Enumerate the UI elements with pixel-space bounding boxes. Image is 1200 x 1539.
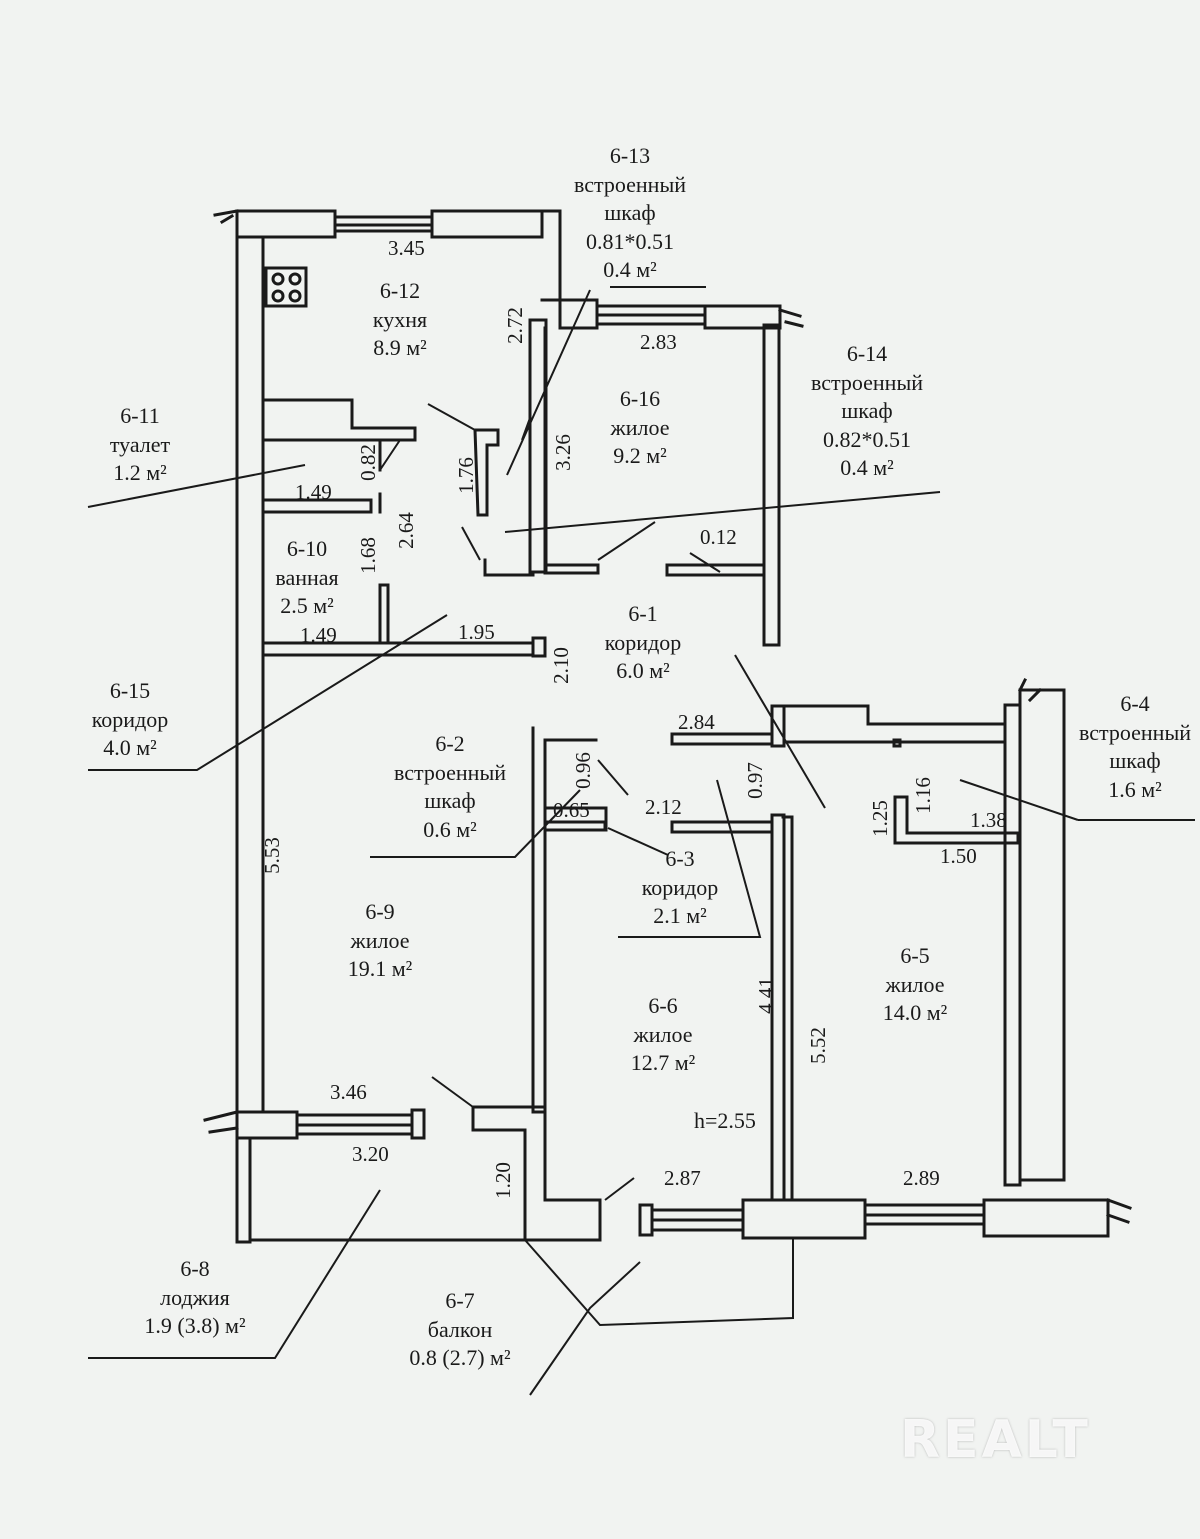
dimension-label: 3.45 <box>388 236 425 260</box>
dimension-label: 3.46 <box>330 1080 367 1104</box>
wall-bottom-left <box>203 1108 426 1140</box>
wall-left <box>235 235 265 1114</box>
dimension-label: 1.38 <box>970 808 1007 832</box>
dimension-label: 0.96 <box>570 752 595 789</box>
ceiling-height-label: h=2.55 <box>694 1108 756 1133</box>
dimension-label: 0.82 <box>355 444 380 481</box>
dimension-label: 1.49 <box>295 480 332 504</box>
dimension-label: 0.12 <box>700 525 737 549</box>
dimension-label: 2.89 <box>903 1166 940 1190</box>
wall-toilet-top <box>261 398 417 442</box>
loggia-outline <box>235 1136 252 1244</box>
dimension-label: 1.76 <box>453 457 478 494</box>
wall-bottom-right <box>638 1198 1132 1240</box>
dimension-label: 1.16 <box>910 777 935 814</box>
dimension-label: 2.64 <box>393 512 418 549</box>
dimension-label: 5.53 <box>259 837 284 874</box>
dimension-label: 1.50 <box>940 844 977 868</box>
dimension-label: 2.84 <box>678 710 715 734</box>
dimension-label: 2.12 <box>645 795 682 819</box>
dimension-label: 1.68 <box>355 537 380 574</box>
wall-room-6-16-right <box>762 323 781 647</box>
realt-watermark: REALT <box>900 1410 1091 1470</box>
dimension-label: 1.49 <box>300 623 337 647</box>
dimension-label: 3.20 <box>352 1142 389 1166</box>
dimension-label: 4.41 <box>753 977 778 1014</box>
dimension-label: 2.87 <box>664 1166 701 1190</box>
wall-top-left <box>213 209 562 302</box>
dimension-label: 1.95 <box>458 620 495 644</box>
dimension-label: 0.65 <box>553 798 590 822</box>
wall-right <box>1003 703 1022 1187</box>
dimension-label: 3.26 <box>550 434 575 471</box>
wall-toilet-bottom <box>261 498 373 514</box>
dimension-label: 1.25 <box>867 800 892 837</box>
wall-top-right <box>558 298 804 330</box>
dimension-label: 2.83 <box>640 330 677 354</box>
dimension-label: 2.72 <box>502 307 527 344</box>
dimension-label: 1.20 <box>490 1162 515 1199</box>
dimension-label: 2.10 <box>548 647 573 684</box>
dimension-label: 5.52 <box>805 1027 830 1064</box>
stove-icon <box>264 266 308 308</box>
wall-closet-6-4 <box>782 704 1007 744</box>
wall-balcony <box>471 1105 602 1242</box>
dimension-label: 0.97 <box>742 762 767 799</box>
leader-lines <box>87 286 1195 1396</box>
